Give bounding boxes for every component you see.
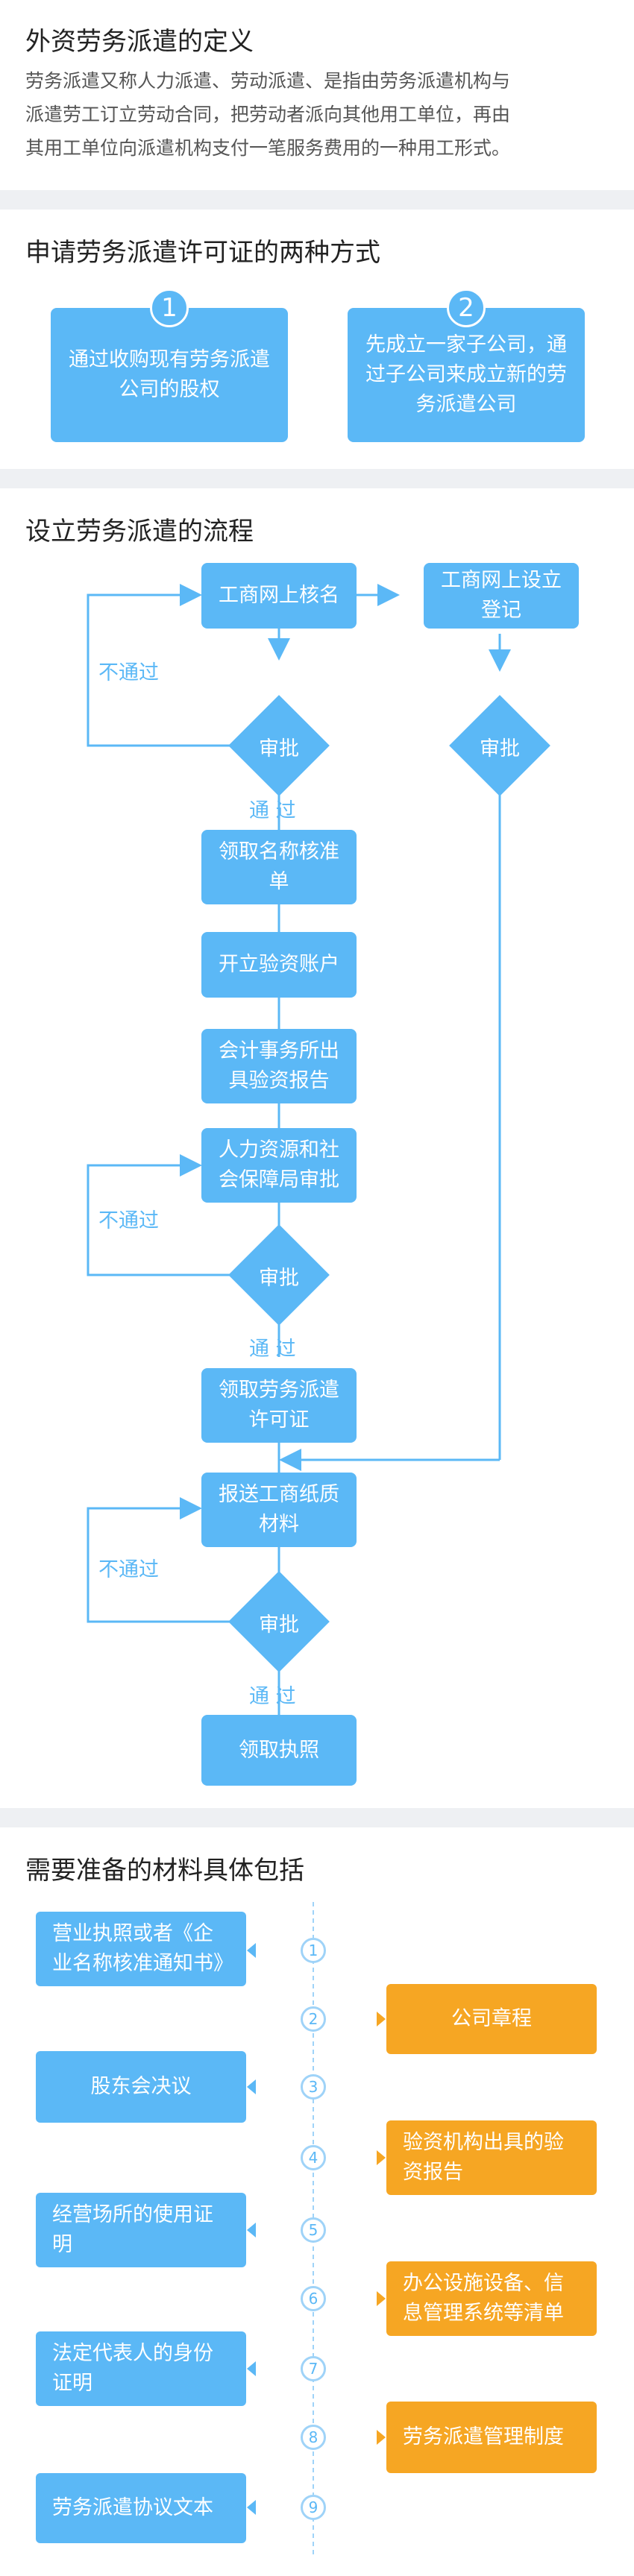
material-number-2: 2 [301,2006,326,2032]
step-online-register: 工商网上设立登记 [424,563,579,629]
material-number-3: 3 [301,2074,326,2100]
materials-title: 需要准备的材料具体包括 [25,1856,304,1886]
material-item-9: 劳务派遣协议文本 [36,2473,246,2543]
methods-title: 申请劳务派遣许可证的两种方式 [25,238,380,268]
material-number-9: 9 [301,2495,326,2520]
material-item-4: 验资机构出具的验资报告 [386,2120,597,2195]
material-text-7: 法定代表人的身份证明 [52,2342,213,2395]
material-number-4: 4 [301,2145,326,2170]
pass-label-3: 通 过 [249,1685,296,1708]
step-hr-approval-label: 人力资源和社会保障局审批 [219,1139,339,1191]
material-text-9: 劳务派遣协议文本 [52,2496,213,2519]
step-submit-paper: 报送工商纸质材料 [201,1473,357,1547]
fail-label-2: 不通过 [98,1209,159,1232]
material-item-8: 劳务派遣管理制度 [386,2402,597,2473]
fail-label-1: 不通过 [98,661,159,684]
method-number-2: 2 [447,289,486,327]
materials-section: 需要准备的材料具体包括 营业执照或者《企业名称核准通知书》 1 公司章程 [0,1827,634,2576]
material-number-6: 6 [301,2286,326,2311]
step-name-check-label: 工商网上核名 [219,584,339,607]
definition-title: 外资劳务派遣的定义 [25,27,254,57]
step-get-permit: 领取劳务派遣许可证 [201,1368,357,1443]
process-section: 设立劳务派遣的流程 [0,488,634,1808]
material-text-1: 营业执照或者《企业名称核准通知书》 [52,1922,233,1975]
method-box-2: 先成立一家子公司，通过子公司来成立新的劳务派遣公司 [348,308,585,442]
material-text-3: 股东会决议 [90,2075,192,2098]
material-number-1: 1 [301,1938,326,1963]
step-audit-report: 会计事务所出具验资报告 [201,1029,357,1103]
method-number-1: 1 [150,289,189,327]
definition-line: 其用工单位向派遣机构支付一笔服务费用的一种用工形式。 [25,137,511,159]
flow-connectors [87,584,511,1719]
approval-label-2: 审批 [480,737,520,760]
pass-label-2: 通 过 [249,1338,296,1361]
step-get-license: 领取执照 [201,1715,357,1786]
material-number-5: 5 [301,2217,326,2243]
section-divider [0,190,634,210]
step-open-account: 开立验资账户 [201,932,357,998]
step-online-register-label: 工商网上设立登记 [441,569,562,622]
method-box-1: 通过收购现有劳务派遣公司的股权 [51,308,288,442]
material-text-8: 劳务派遣管理制度 [403,2425,564,2449]
step-get-license-label: 领取执照 [239,1738,319,1762]
material-item-6: 办公设施设备、信息管理系统等清单 [386,2261,597,2336]
fail-label-3: 不通过 [98,1558,159,1581]
step-get-permit-label: 领取劳务派遣许可证 [219,1379,339,1432]
step-get-name-notice: 领取名称核准单 [201,830,357,904]
definition-line: 劳务派遣又称人力派遣、劳动派遣、是指由劳务派遣机构与 [25,70,511,92]
step-audit-report-label: 会计事务所出具验资报告 [219,1039,339,1092]
material-item-3: 股东会决议 [36,2051,246,2123]
step-get-name-notice-label: 领取名称核准单 [219,840,339,893]
approval-label-1: 审批 [259,737,299,760]
definition-text: 劳务派遣又称人力派遣、劳动派遣、是指由劳务派遣机构与 派遣劳工订立劳动合同，把劳… [25,64,607,165]
material-text-5: 经营场所的使用证明 [52,2203,213,2256]
definition-line: 派遣劳工订立劳动合同，把劳动者派向其他用工单位，再由 [25,104,511,125]
material-item-5: 经营场所的使用证明 [36,2193,246,2267]
material-text-2: 公司章程 [451,2007,532,2030]
material-text-6: 办公设施设备、信息管理系统等清单 [403,2272,564,2325]
step-submit-paper-label: 报送工商纸质材料 [219,1483,339,1536]
step-open-account-label: 开立验资账户 [219,953,339,976]
material-number-7: 7 [301,2356,326,2381]
material-number-8: 8 [301,2425,326,2450]
section-divider [0,469,634,488]
definition-section: 外资劳务派遣的定义 劳务派遣又称人力派遣、劳动派遣、是指由劳务派遣机构与 派遣劳… [0,0,634,190]
approval-label-3: 审批 [259,1267,299,1290]
material-text-4: 验资机构出具的验资报告 [403,2131,564,2184]
method-text-1: 通过收购现有劳务派遣公司的股权 [69,348,270,401]
method-text-2: 先成立一家子公司，通过子公司来成立新的劳务派遣公司 [365,333,567,416]
methods-section: 申请劳务派遣许可证的两种方式 通过收购现有劳务派遣公司的股权 1 先成立一家子公… [0,210,634,469]
step-hr-approval: 人力资源和社会保障局审批 [201,1128,357,1203]
step-name-check: 工商网上核名 [201,563,357,629]
material-item-2: 公司章程 [386,1984,597,2054]
material-item-1: 营业执照或者《企业名称核准通知书》 [36,1912,246,1986]
material-item-7: 法定代表人的身份证明 [36,2331,246,2406]
pass-label-1: 通 过 [249,799,296,822]
approval-label-4: 审批 [259,1613,299,1637]
process-title: 设立劳务派遣的流程 [25,517,254,547]
section-divider [0,1808,634,1827]
